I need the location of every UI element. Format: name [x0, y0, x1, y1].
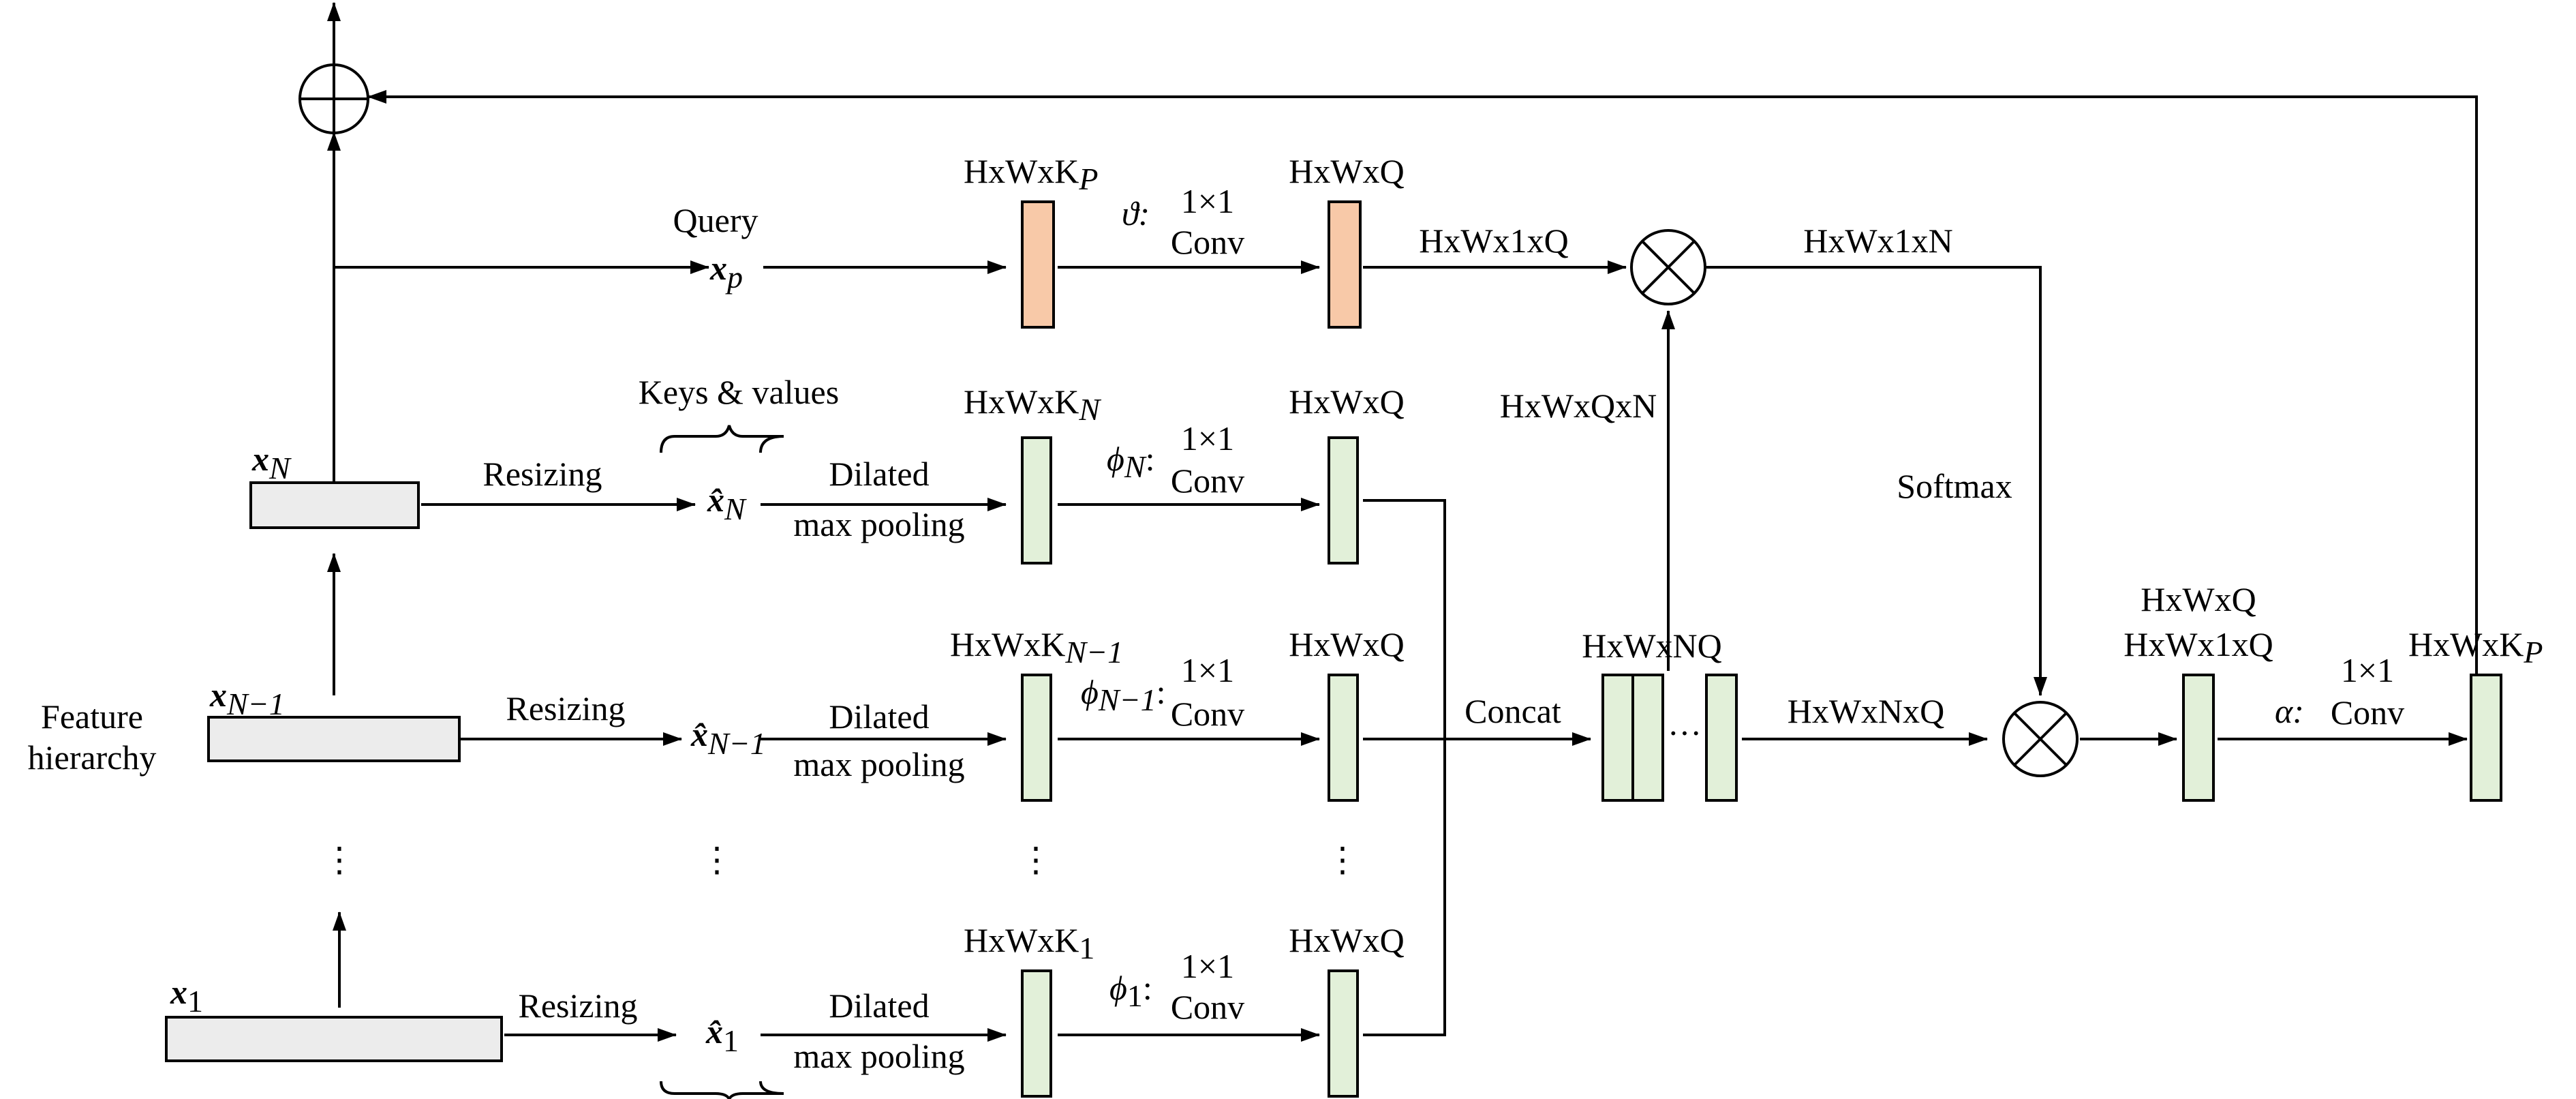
dim-q-n1: HxWxQ: [1289, 625, 1404, 663]
collector-row-n: [1363, 499, 1446, 1036]
block-q-query: [1328, 200, 1362, 329]
dim-q-query: HxWxQ: [1289, 152, 1404, 190]
dim-hwnq: HxWxNQ: [1582, 627, 1722, 665]
dim-kn: HxWxKN: [964, 382, 1101, 427]
maxpool-label-n1: max pooling: [793, 745, 964, 783]
dim-q-n: HxWxQ: [1289, 382, 1404, 421]
dim-hw1n: HxWx1xN: [1803, 222, 1952, 260]
maxpool-label-n: max pooling: [793, 505, 964, 543]
resizing-label-n1: Resizing: [506, 689, 626, 727]
dim-kp-out: HxWxKP: [2408, 625, 2543, 669]
keys-values-label: Keys & values: [639, 373, 839, 411]
phi-1-symbol: ϕ1:: [1109, 969, 1152, 1013]
query-label: Query: [673, 201, 758, 239]
hierarchy-label: hierarchy: [28, 738, 157, 777]
block-concat-1: [1601, 674, 1634, 802]
block-attn-q: [2182, 674, 2215, 802]
xp-var: xp: [709, 249, 743, 295]
conv-1x1-alpha: 1×1: [2341, 651, 2394, 689]
multiply-icon-query: [1630, 229, 1706, 305]
dim-hwqn: HxWxQxN: [1500, 387, 1657, 425]
adder-icon: [298, 63, 369, 134]
conv-1x1-query: 1×1: [1181, 182, 1234, 220]
block-kn1: [1021, 674, 1052, 802]
block-q-1: [1328, 969, 1359, 1098]
dim-hwq-attn: HxWxQ: [2141, 580, 2256, 618]
conv-label-n1: Conv: [1171, 695, 1244, 733]
dim-hw1q-query: HxWx1xQ: [1419, 222, 1568, 260]
conv-label-n: Conv: [1171, 462, 1244, 500]
xn-var: xN: [251, 440, 292, 485]
dim-kn1: HxWxKN−1: [950, 625, 1123, 669]
vdots-xhat: ⋮: [700, 841, 734, 879]
xhat-n-var: x̂N: [707, 481, 747, 526]
phi-n1-symbol: ϕN−1:: [1081, 673, 1166, 717]
block-kn: [1021, 436, 1052, 564]
xn1-var: xN−1: [209, 676, 285, 721]
conv-1x1-n: 1×1: [1181, 419, 1234, 457]
block-out-kp: [2470, 674, 2502, 802]
residual-wire: [367, 90, 2478, 717]
resizing-label-1: Resizing: [519, 987, 638, 1025]
phi-n-symbol: ϕN:: [1107, 440, 1154, 484]
block-k1: [1021, 969, 1052, 1098]
block-kp-query: [1021, 200, 1055, 329]
resizing-label-n: Resizing: [483, 455, 602, 493]
conv-label-alpha: Conv: [2331, 693, 2404, 732]
dim-kp: HxWxKP: [964, 152, 1099, 196]
xhat-1-var: x̂1: [705, 1012, 739, 1058]
conv-label-1: Conv: [1171, 988, 1244, 1026]
feature-box-xn1: [207, 716, 461, 762]
concat-label: Concat: [1465, 692, 1561, 730]
x1-var: x1: [170, 973, 203, 1019]
vdots-feature: ⋮: [322, 841, 356, 879]
dim-hw1q-attn: HxWx1xQ: [2123, 625, 2273, 663]
multiply-icon-output: [2002, 701, 2079, 777]
concat-hdots: ···: [1668, 714, 1702, 752]
feature-label: Feature: [41, 697, 143, 736]
maxpool-label-1: max pooling: [793, 1037, 964, 1075]
conv-1x1-1: 1×1: [1181, 947, 1234, 985]
dim-k1: HxWxK1: [964, 921, 1094, 965]
conv-label-query: Conv: [1171, 223, 1244, 261]
dim-hwnxq: HxWxNxQ: [1788, 692, 1945, 730]
dim-q-1: HxWxQ: [1289, 921, 1404, 959]
feature-box-x1: [165, 1016, 503, 1062]
block-q-n1: [1328, 674, 1359, 802]
xhat-n1-var: x̂N−1: [690, 715, 766, 761]
block-concat-n: [1705, 674, 1738, 802]
vdots-k: ⋮: [1019, 841, 1053, 879]
block-concat-2: [1631, 674, 1664, 802]
feature-box-xn: [249, 481, 420, 529]
conv-1x1-n1: 1×1: [1181, 651, 1234, 689]
alpha-symbol: α:: [2275, 692, 2304, 730]
dilated-label-n1: Dilated: [829, 697, 929, 736]
block-q-n: [1328, 436, 1359, 564]
vdots-q: ⋮: [1325, 841, 1360, 879]
softmax-label: Softmax: [1897, 467, 2012, 505]
dilated-label-n: Dilated: [829, 455, 929, 493]
top-brace-icon: [660, 425, 784, 453]
dilated-label-1: Dilated: [829, 987, 929, 1025]
bottom-brace-icon: [660, 1081, 784, 1099]
theta-symbol: ϑ:: [1122, 194, 1150, 232]
mult1-to-softmax-wire: [1706, 266, 2047, 696]
